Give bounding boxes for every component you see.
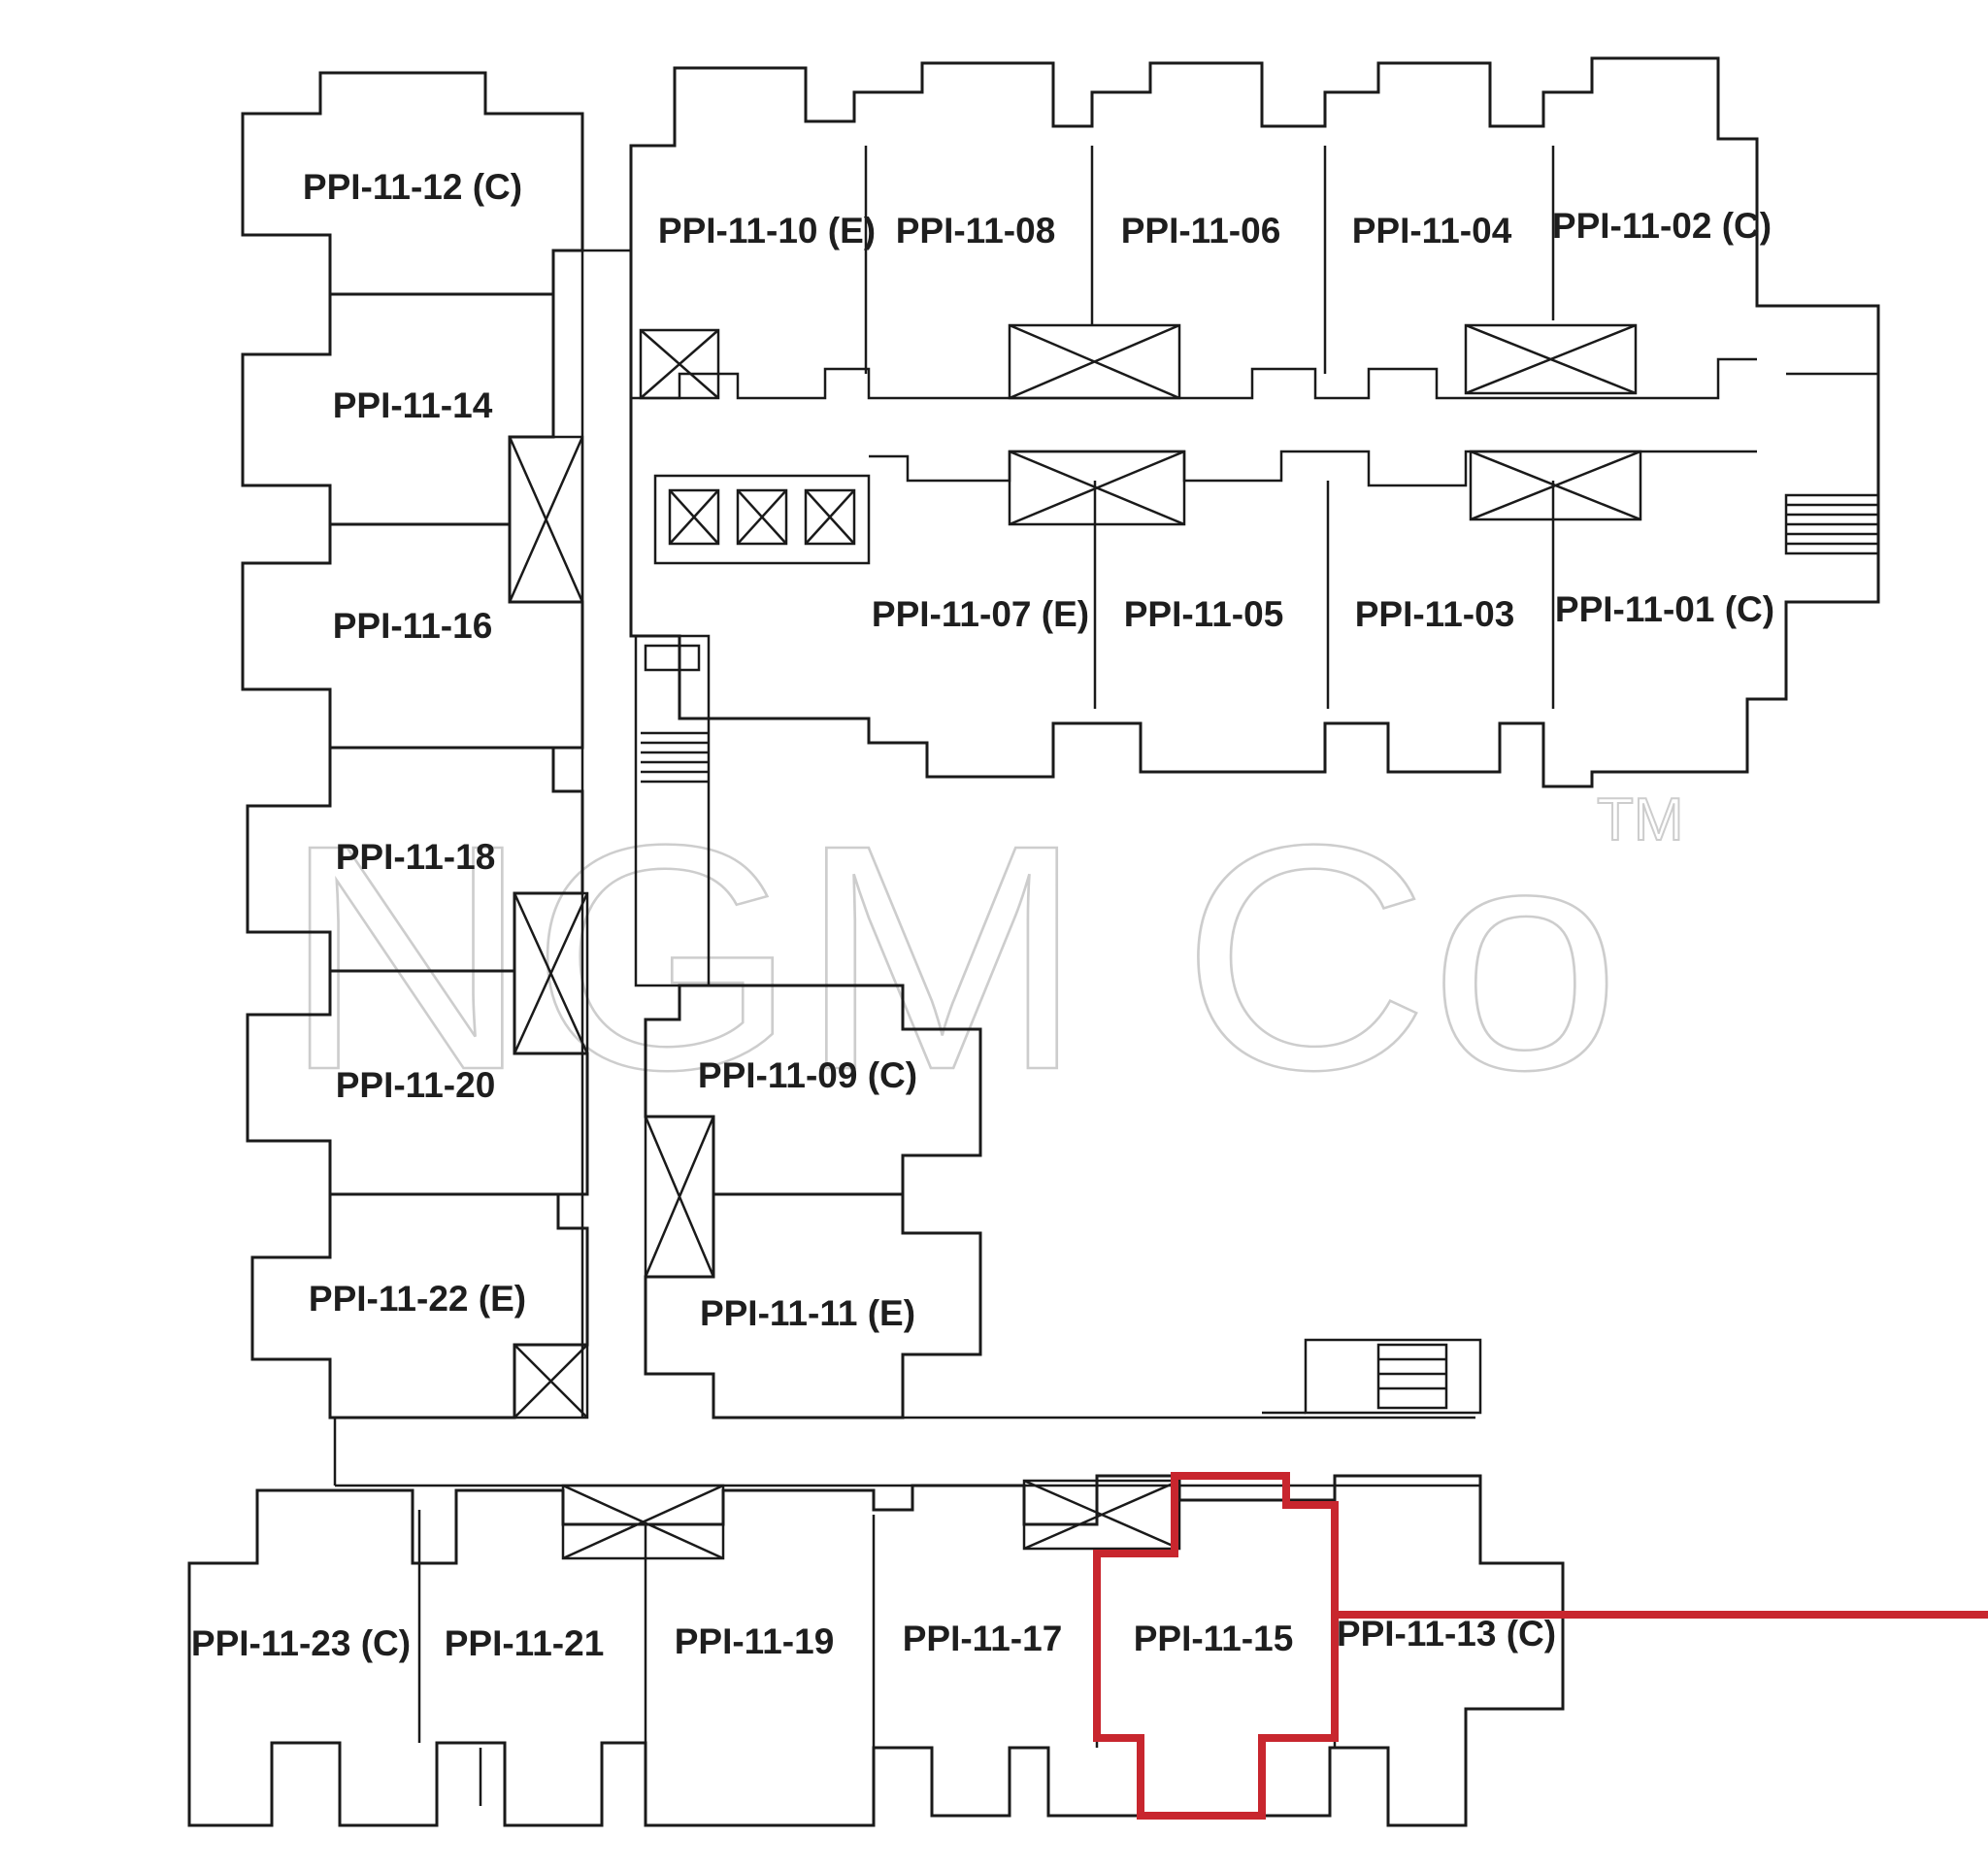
- unit-label-09[interactable]: PPI-11-09 (C): [698, 1055, 917, 1095]
- unit-label-13[interactable]: PPI-11-13 (C): [1337, 1614, 1556, 1654]
- unit-label-21[interactable]: PPI-11-21: [445, 1623, 605, 1663]
- unit-label-23[interactable]: PPI-11-23 (C): [191, 1623, 411, 1663]
- watermark-trademark: TM: [1597, 786, 1684, 853]
- unit-label-14[interactable]: PPI-11-14: [333, 385, 493, 425]
- unit-label-18[interactable]: PPI-11-18: [336, 837, 496, 877]
- top-wing: [629, 56, 1880, 987]
- unit-label-20[interactable]: PPI-11-20: [336, 1065, 496, 1105]
- top-wing-outline: [629, 56, 1880, 788]
- unit-label-03[interactable]: PPI-11-03: [1355, 594, 1515, 634]
- unit-label-08[interactable]: PPI-11-08: [896, 211, 1056, 251]
- watermark: NGM Co TM: [281, 777, 1685, 1138]
- unit-label-15[interactable]: PPI-11-15: [1134, 1619, 1294, 1658]
- left-wing: [241, 71, 631, 1486]
- unit-label-17[interactable]: PPI-11-17: [903, 1619, 1063, 1658]
- highlight-outline: [1093, 1472, 1339, 1820]
- middle-wing: [644, 984, 1482, 1420]
- watermark-text: NGM Co: [282, 778, 1621, 1136]
- unit-label-16[interactable]: PPI-11-16: [333, 606, 493, 646]
- highlighted-unit-15[interactable]: [1093, 1472, 1988, 1820]
- unit-labels: PPI-11-12 (C) PPI-11-10 (E) PPI-11-08 PP…: [191, 167, 1774, 1663]
- unit-label-22[interactable]: PPI-11-22 (E): [309, 1279, 526, 1319]
- unit-label-05[interactable]: PPI-11-05: [1124, 594, 1284, 634]
- unit-label-10[interactable]: PPI-11-10 (E): [658, 211, 876, 251]
- unit-label-02[interactable]: PPI-11-02 (C): [1552, 206, 1772, 246]
- unit-label-04[interactable]: PPI-11-04: [1352, 211, 1512, 251]
- unit-label-01[interactable]: PPI-11-01 (C): [1555, 589, 1774, 629]
- unit-label-06[interactable]: PPI-11-06: [1121, 211, 1281, 251]
- unit-label-19[interactable]: PPI-11-19: [675, 1621, 835, 1661]
- unit-label-12[interactable]: PPI-11-12 (C): [303, 167, 522, 207]
- unit-label-11[interactable]: PPI-11-11 (E): [700, 1293, 915, 1333]
- unit-label-07[interactable]: PPI-11-07 (E): [872, 594, 1089, 634]
